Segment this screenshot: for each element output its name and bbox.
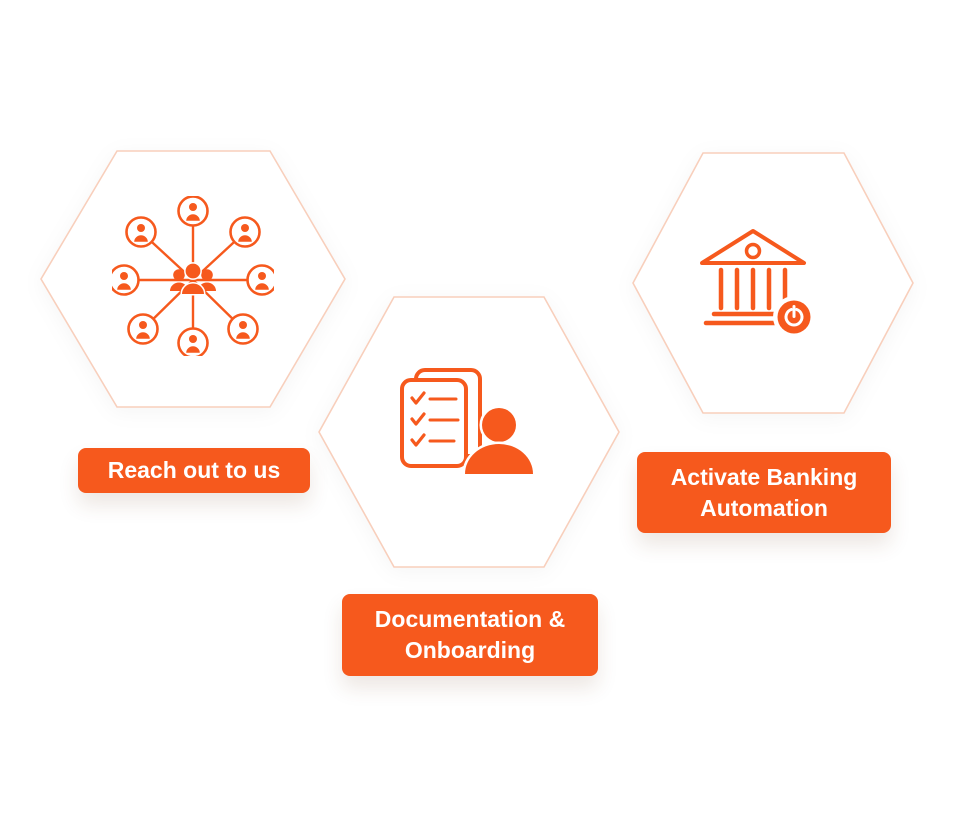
bank-power-icon bbox=[700, 229, 812, 336]
hexagon-step-2 bbox=[318, 296, 620, 568]
people-network-icon bbox=[112, 196, 274, 356]
hexagon-outline bbox=[632, 152, 914, 414]
step-label-text: Activate Banking Automation bbox=[670, 463, 858, 521]
group-users bbox=[170, 262, 216, 296]
person-icon bbox=[462, 405, 536, 477]
hexagon-step-3 bbox=[632, 152, 914, 414]
step-label-reach-out: Reach out to us bbox=[78, 448, 310, 493]
step-label-text: Reach out to us bbox=[107, 457, 281, 483]
hexagon-step-1 bbox=[40, 150, 346, 408]
power-button-icon bbox=[773, 296, 812, 336]
documents-checklist-icon bbox=[400, 368, 536, 477]
step-label-text: Documentation & Onboarding bbox=[374, 606, 566, 663]
step-label-documentation-onboarding: Documentation & Onboarding bbox=[342, 594, 598, 676]
step-label-activate-banking-automation: Activate Banking Automation bbox=[637, 452, 891, 533]
satellite-users bbox=[112, 196, 274, 356]
